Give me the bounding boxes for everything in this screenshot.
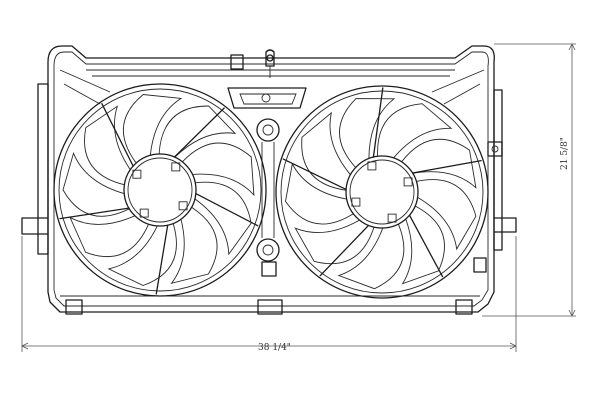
hub-clip [403,177,413,187]
fan-strut [408,214,444,278]
fan-blade [401,205,445,285]
fan-blade [194,181,252,256]
fan-blade [401,138,477,189]
height-dimension-label: 21 5/8" [560,137,570,170]
fan-blade [301,111,351,191]
fan-blade [62,151,130,217]
width-dimension-line [21,236,517,352]
width-dimension-label: 38 1/4" [258,343,291,353]
fan-strut [101,103,134,167]
fan-blade [294,219,375,265]
hub-clip [139,208,149,218]
left-fan [53,83,267,297]
hub-clip [132,169,142,179]
fan-strut [319,224,370,277]
fan-strut [282,158,347,191]
fan-blade [158,105,237,158]
hub-clip [351,197,361,207]
fan-blade [377,103,453,159]
fan-strut [59,207,130,220]
fan-blade [123,94,183,164]
fan-blade [170,206,218,285]
hub-clip [367,161,377,171]
motor-hub [123,153,197,227]
center-mounts [256,118,280,277]
shroud-frame [21,45,517,315]
fan-strut [155,224,169,295]
fan-inner-ring [280,90,484,294]
fan-blade [339,98,396,168]
fan-outer-ring [53,83,267,297]
fan-blade [337,223,405,290]
fan-blade [285,162,354,225]
top-bracket [227,49,307,109]
motor-hub-inner [127,157,193,223]
fan-strut [411,159,482,174]
fan-blade [416,179,477,251]
fan-blade [182,142,255,197]
motor-hub [345,155,419,229]
fan-inner-ring [58,88,262,292]
fan-strut [195,192,259,227]
right-fan [275,85,489,299]
hub-clip [387,213,397,223]
fan-blade [84,105,131,186]
fan-outer-ring [275,85,489,299]
fan-blade [69,215,150,258]
height-dimension-line [482,43,576,317]
electrical-connector [473,141,503,273]
fan-blade [107,223,177,286]
hub-clip [178,201,188,211]
hub-clip [171,162,181,172]
motor-hub-inner [349,159,415,225]
fan-strut [372,87,384,158]
fan-strut [173,107,225,158]
